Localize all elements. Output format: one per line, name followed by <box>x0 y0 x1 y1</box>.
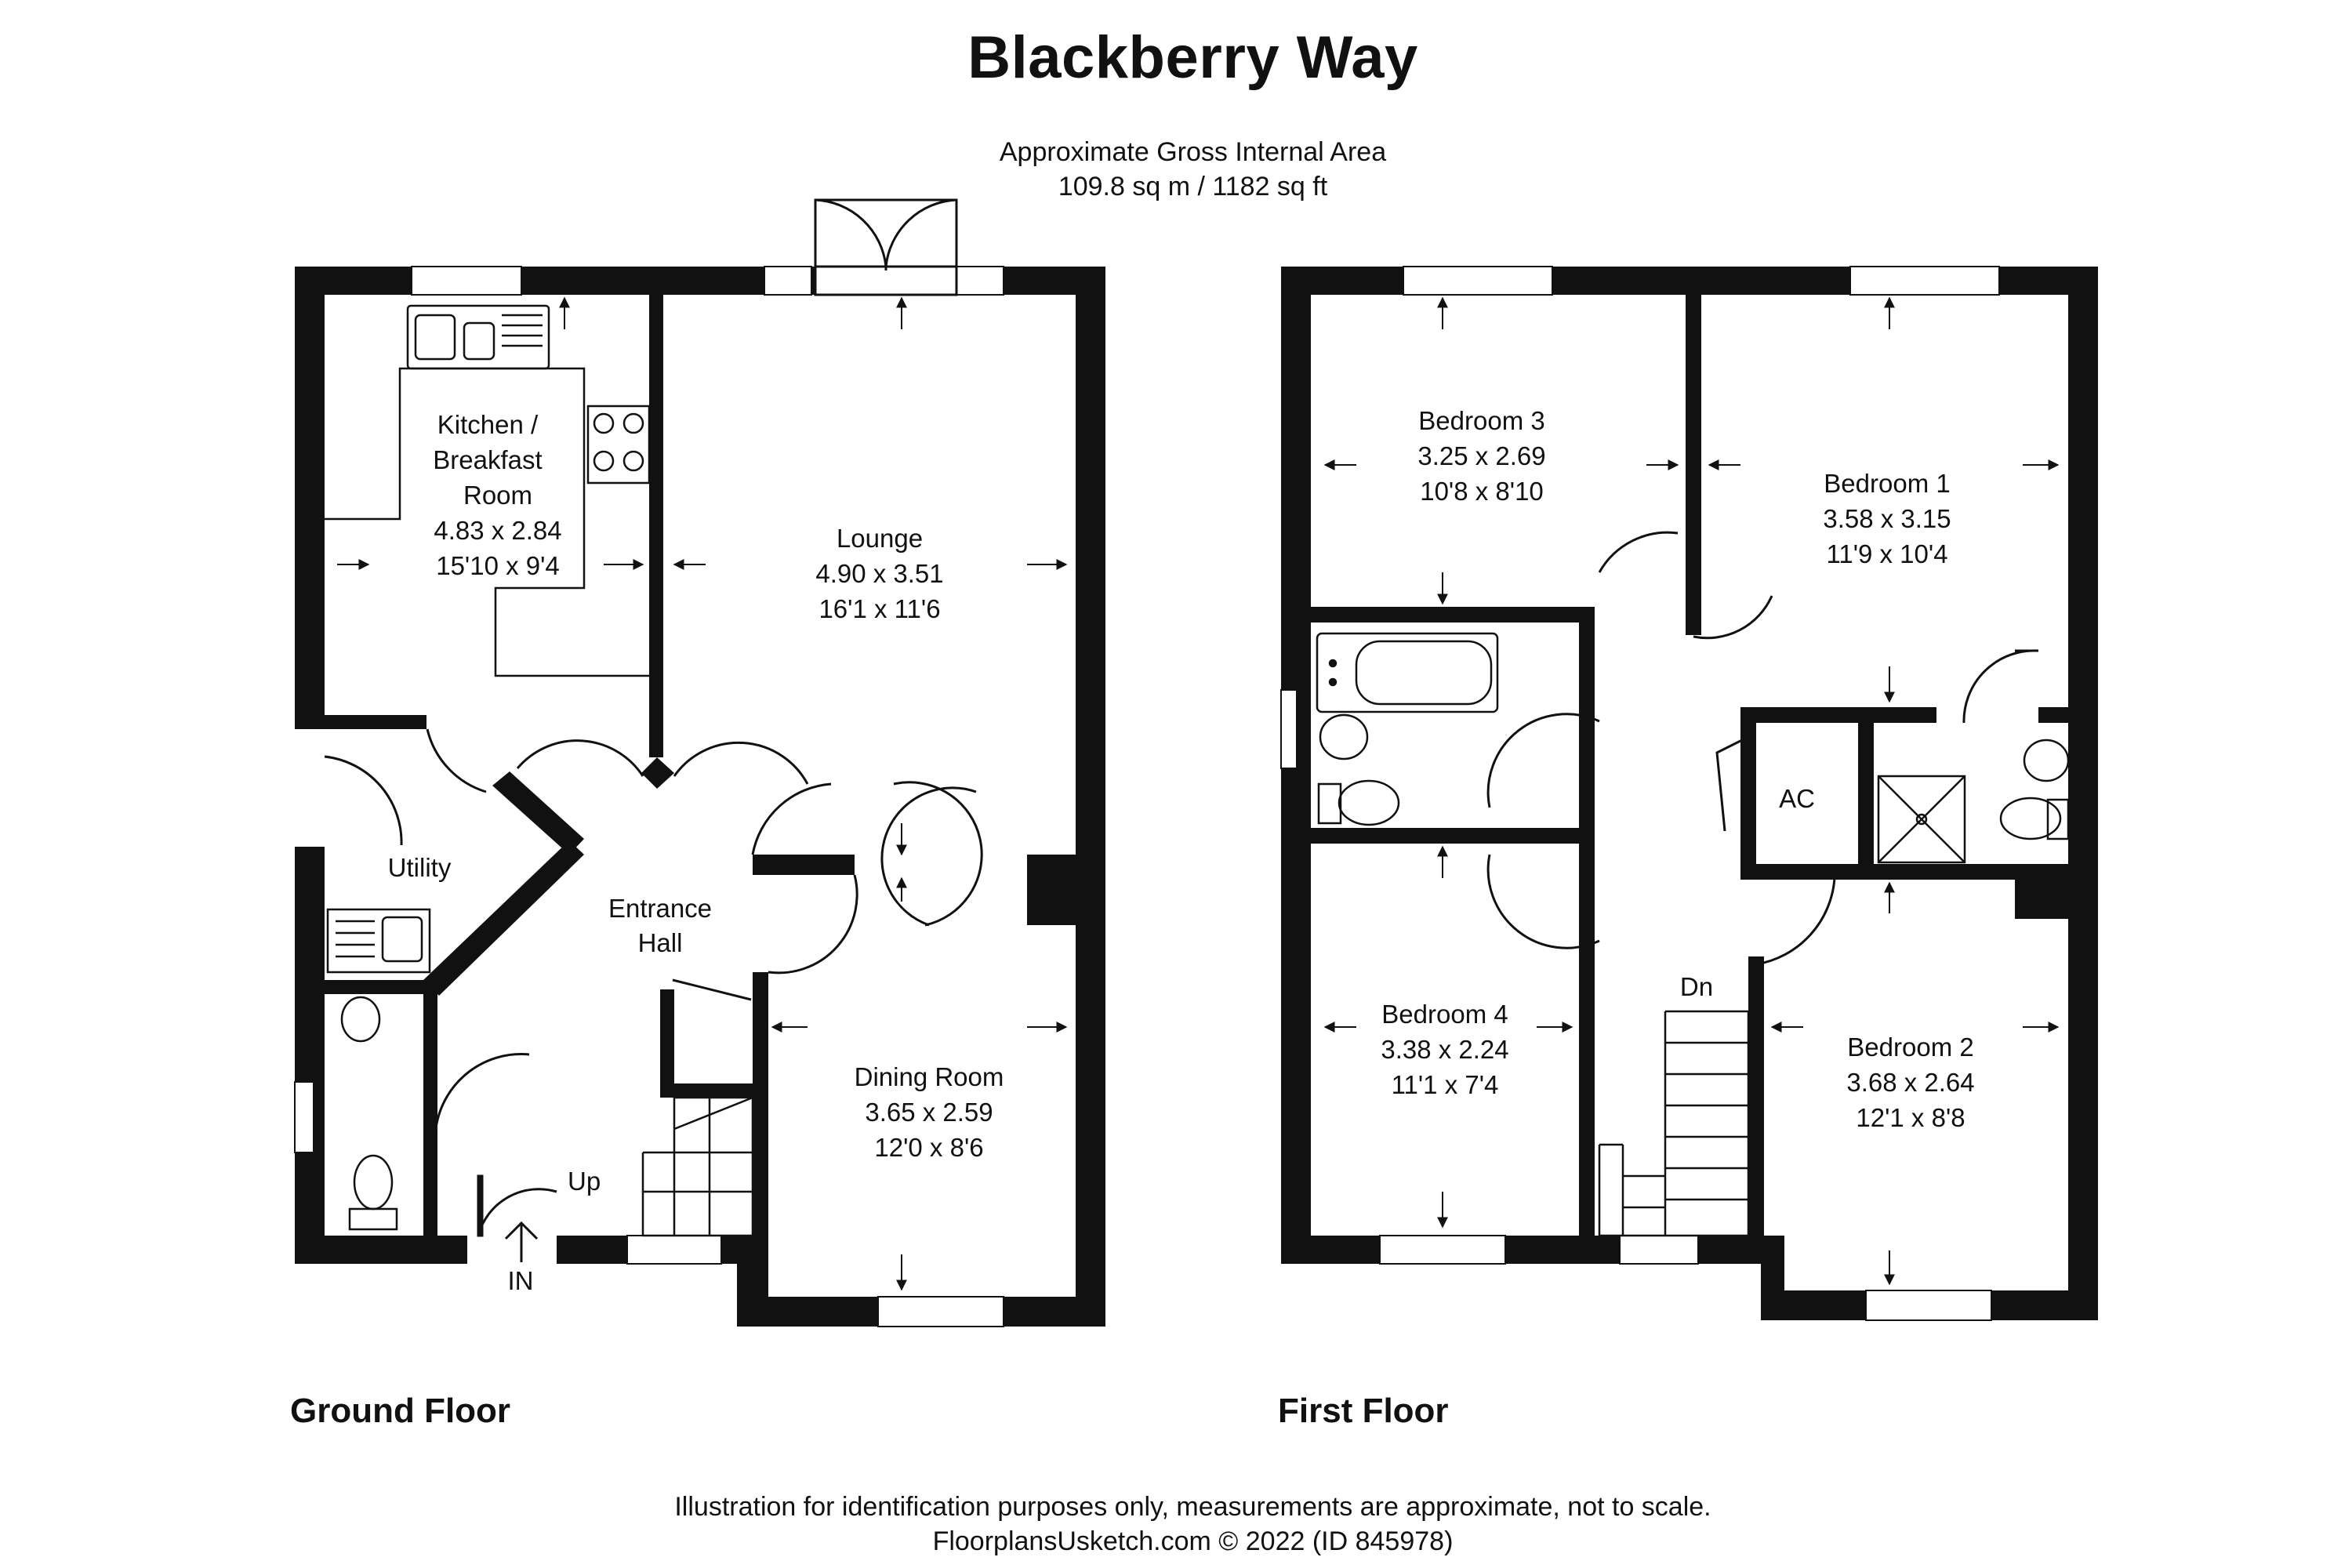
kitchen-label-line2: Breakfast <box>433 445 542 474</box>
bed2-metric: 3.68 x 2.64 <box>1846 1068 1974 1097</box>
dining-imperial: 12'0 x 8'6 <box>874 1133 983 1162</box>
room-label-dining: Dining Room 3.65 x 2.59 12'0 x 8'6 <box>855 1062 1004 1162</box>
room-label-bedroom2: Bedroom 2 3.68 x 2.64 12'1 x 8'8 <box>1846 1033 1974 1132</box>
first-floor-windows <box>1280 266 2000 1321</box>
first-floor-plan <box>1281 267 2098 1320</box>
ground-floor-label: Ground Floor <box>290 1392 511 1430</box>
bed3-name: Bedroom 3 <box>1418 406 1544 435</box>
ground-dimension-arrows <box>337 296 1068 1291</box>
bed3-metric: 3.25 x 2.69 <box>1417 441 1545 470</box>
area-caption: Approximate Gross Internal Area <box>999 137 1387 167</box>
first-floor-doors <box>1486 531 2039 966</box>
room-label-kitchen: Kitchen / Breakfast Room 4.83 x 2.84 15'… <box>433 410 561 580</box>
stairs-down-label: Dn <box>1680 972 1713 1001</box>
lounge-metric: 4.90 x 3.51 <box>815 559 943 588</box>
bed3-imperial: 10'8 x 8'10 <box>1420 477 1544 506</box>
page-title: Blackberry Way <box>967 24 1418 91</box>
area-value: 109.8 sq m / 1182 sq ft <box>1058 172 1328 201</box>
disclaimer-text: Illustration for identification purposes… <box>674 1492 1711 1522</box>
room-label-bedroom1: Bedroom 1 3.58 x 3.15 11'9 x 10'4 <box>1823 469 1951 568</box>
bed1-metric: 3.58 x 3.15 <box>1823 504 1951 533</box>
bed1-name: Bedroom 1 <box>1824 469 1950 498</box>
disclaimer-footer: Illustration for identification purposes… <box>0 1490 2352 1559</box>
room-label-utility: Utility <box>388 853 452 882</box>
bed4-metric: 3.38 x 2.24 <box>1381 1035 1508 1064</box>
first-floor-label: First Floor <box>1278 1392 1449 1430</box>
room-label-entrance-hall: Entrance Hall <box>608 894 712 957</box>
kitchen-imperial: 15'10 x 9'4 <box>436 551 560 580</box>
ensuite-fittings <box>1877 739 2070 864</box>
ground-wc-fittings <box>340 996 398 1231</box>
kitchen-label-line3: Room <box>463 481 532 510</box>
ground-stairs <box>641 1096 754 1237</box>
bed4-name: Bedroom 4 <box>1381 1000 1508 1029</box>
room-label-ac: AC <box>1779 784 1815 813</box>
kitchen-fittings <box>325 304 651 677</box>
bed2-imperial: 12'1 x 8'8 <box>1856 1103 1965 1132</box>
gross-internal-area: Approximate Gross Internal Area 109.8 sq… <box>0 135 2352 204</box>
ground-floor-doors <box>324 728 983 1237</box>
room-label-bedroom4: Bedroom 4 3.38 x 2.24 11'1 x 7'4 <box>1381 1000 1508 1099</box>
first-dimension-arrows <box>1323 296 2060 1286</box>
hall-label-line2: Hall <box>638 928 683 957</box>
first-floor-stairs <box>1598 1010 1750 1237</box>
kitchen-metric: 4.83 x 2.84 <box>434 516 561 545</box>
room-label-lounge: Lounge 4.90 x 3.51 16'1 x 11'6 <box>815 524 943 623</box>
ground-floor-plan <box>295 267 1105 1327</box>
bed4-imperial: 11'1 x 7'4 <box>1392 1070 1499 1099</box>
bed2-name: Bedroom 2 <box>1847 1033 1973 1062</box>
hall-label-line1: Entrance <box>608 894 712 923</box>
utility-sink-icon <box>326 908 431 974</box>
stairs-up-label: Up <box>568 1167 601 1196</box>
entrance-arrow-icon <box>504 1221 539 1262</box>
lounge-name: Lounge <box>837 524 923 553</box>
bathroom-fittings <box>1316 632 1499 826</box>
copyright-text: FloorplansUsketch.com © 2022 (ID 845978) <box>932 1526 1454 1556</box>
dining-metric: 3.65 x 2.59 <box>865 1098 993 1127</box>
lounge-french-doors <box>814 198 958 296</box>
lounge-imperial: 16'1 x 11'6 <box>818 594 940 623</box>
dining-name: Dining Room <box>855 1062 1004 1091</box>
kitchen-label-line1: Kitchen / <box>437 410 539 439</box>
entrance-in-label: IN <box>508 1266 534 1295</box>
room-label-bedroom3: Bedroom 3 3.25 x 2.69 10'8 x 8'10 <box>1417 406 1545 506</box>
bed1-imperial: 11'9 x 10'4 <box>1826 539 1947 568</box>
